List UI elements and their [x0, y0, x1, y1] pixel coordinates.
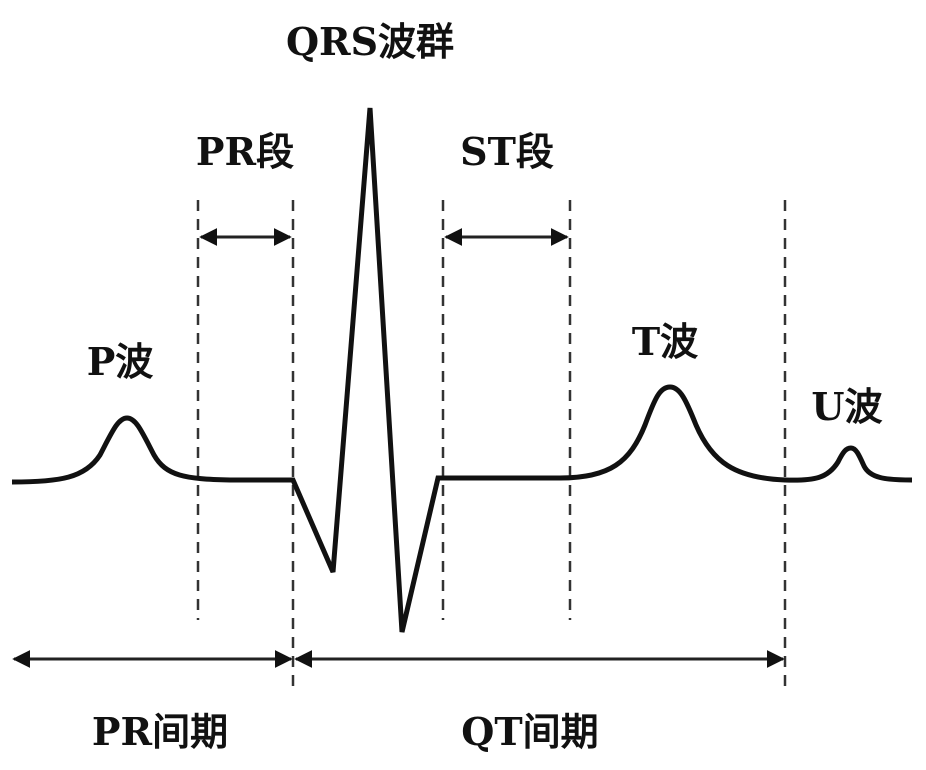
p-wave-label: P波 — [87, 339, 154, 384]
pr-segment-label: PR段 — [196, 129, 294, 174]
pr-interval-label: PR间期 — [92, 709, 228, 754]
st-segment-label: ST段 — [460, 129, 554, 174]
u-wave-label: U波 — [811, 384, 882, 429]
qt-interval-label: QT间期 — [461, 709, 598, 754]
t-wave-label: T波 — [632, 319, 698, 364]
ecg-waveform — [11, 107, 913, 633]
qrs-complex-label: QRS波群 — [286, 19, 454, 64]
